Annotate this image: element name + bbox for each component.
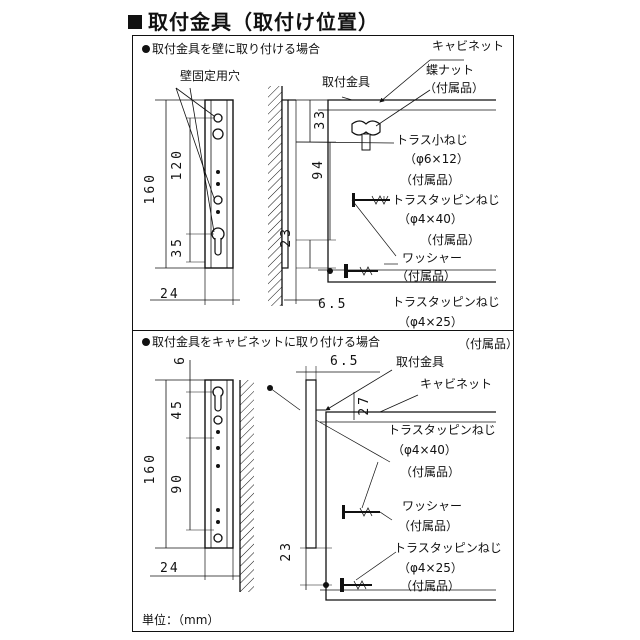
wall-hatch [240,380,254,592]
label-truss-screw-size: （φ6×12） [404,152,469,166]
label-tapping-screw-40-size: （φ4×40） [398,212,463,226]
label-tapping-screw-25-size-bottom: （φ4×25） [398,561,463,575]
dim-23-bottom: 23 [279,540,294,562]
title-square-icon [128,15,142,29]
label-truss-screw-sub: （付属品） [400,173,461,187]
dim-35: 35 [170,236,185,258]
label-bracket: 取付金具 [322,75,371,89]
cabinet-section-heading: 取付金具をキャビネットに取り付ける場合 [142,336,380,348]
wall-fixing-hole [213,113,223,123]
dim-23: 23 [279,226,294,248]
label-screw-sub-top: （付属品） [458,337,519,351]
label-tapping-screw-25-sub-bottom: （付属品） [400,579,461,593]
screw-4x40 [342,505,380,519]
cabinet-outline [325,411,496,601]
dim-6-5: 6.5 [318,297,348,312]
label-wing-nut: 蝶ナット [426,63,475,77]
wall-fixing-hole [212,128,224,140]
wall-mount-drawing [150,59,496,306]
title-text: 取付金具（取付け位置） [148,10,379,34]
label-tapping-screw-40-sub: （付属品） [420,233,481,247]
bullet-icon [142,45,150,53]
dim-24-bottom: 24 [160,561,180,576]
label-washer-sub: （付属品） [396,269,457,283]
dim-160-bottom: 160 [143,452,158,485]
bracket-side-view [281,99,289,269]
dim-94: 94 [311,158,326,180]
dim-33: 33 [313,108,328,130]
wall-hatch [268,86,282,306]
wing-nut [351,120,381,136]
label-tapping-screw-25-bottom: トラスタッピンねじ [394,541,502,555]
dim-24: 24 [160,287,180,302]
screw-4x25 [327,264,378,278]
dim-90: 90 [170,472,185,494]
label-bracket-bottom: 取付金具 [396,355,445,369]
dim-45: 45 [170,398,185,420]
label-cabinet: キャビネット [432,39,505,53]
section-divider [132,330,514,331]
keyhole-slot [212,386,224,398]
label-wall-fixing-hole: 壁固定用穴 [180,69,241,83]
dim-6-5-bottom: 6.5 [330,354,360,369]
dim-120: 120 [170,148,185,181]
label-washer-sub-bottom: （付属品） [398,519,459,533]
label-washer: ワッシャー [402,251,463,265]
bracket-side-view [305,379,317,549]
label-wing-nut-sub: （付属品） [424,81,485,95]
dim-160: 160 [143,172,158,205]
wall-section-heading: 取付金具を壁に取り付ける場合 [142,43,320,55]
label-tapping-screw-25: トラスタッピンねじ [392,295,500,309]
label-cabinet-bottom: キャビネット [420,377,493,391]
cabinet-outline [327,99,496,283]
dim-27: 27 [357,394,372,416]
bullet-icon [142,338,150,346]
page-title: 取付金具（取付け位置） [128,6,379,35]
label-tapping-screw-25-size: （φ4×25） [398,315,463,329]
label-tapping-screw-40-bottom: トラスタッピンねじ [388,423,496,437]
wall-fixing-hole [213,195,223,205]
unit-label: 単位：（mm） [142,613,220,627]
label-tapping-screw-40-sub-bottom: （付属品） [400,465,461,479]
dim-6: 6 [173,354,188,365]
label-tapping-screw-40: トラスタッピンねじ [392,193,500,207]
label-washer-bottom: ワッシャー [402,499,463,513]
diagram-frame [132,35,514,632]
label-tapping-screw-40-size-bottom: （φ4×40） [392,443,457,457]
screw-4x25 [323,578,372,592]
label-truss-screw: トラス小ねじ [396,133,468,147]
cabinet-mount-drawing [150,360,496,601]
